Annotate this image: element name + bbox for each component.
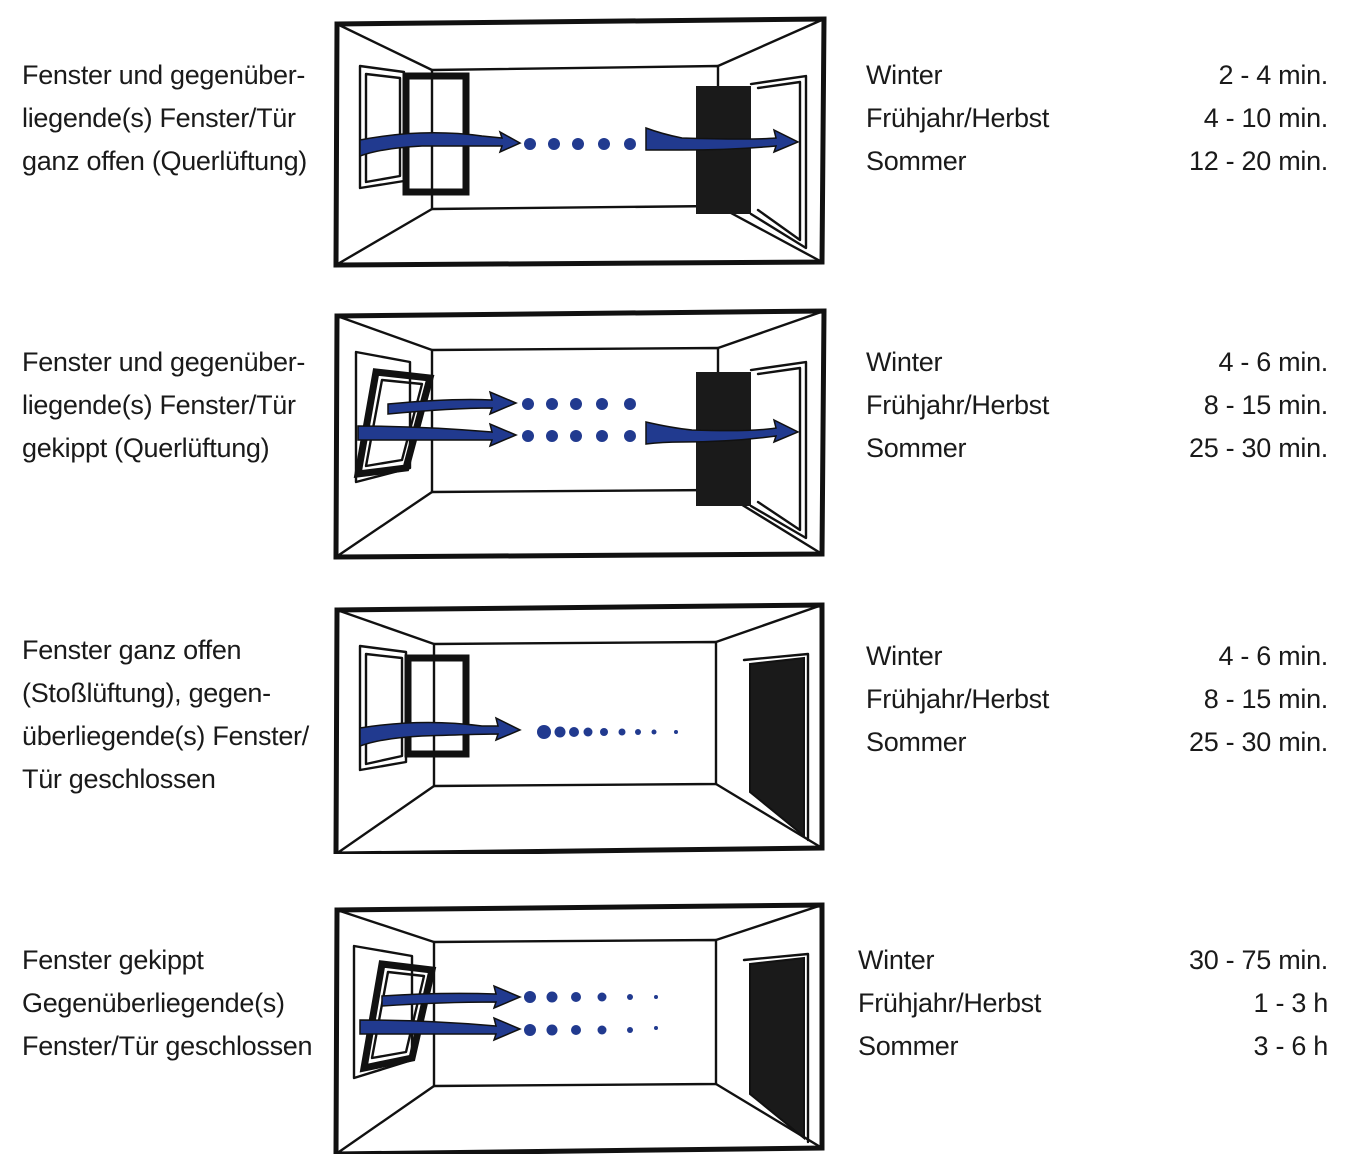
- season-label: Sommer: [866, 727, 967, 757]
- season-label: Frühjahr/Herbst: [858, 988, 1042, 1018]
- duration-value: 25 - 30 min.: [1189, 727, 1328, 757]
- duration-value: 4 - 6 min.: [1218, 641, 1328, 671]
- room-illustration: [333, 16, 827, 268]
- season-list: Winter Frühjahr/Herbst Sommer: [866, 54, 1066, 183]
- season-label: Winter: [858, 945, 935, 975]
- description-line: Fenster ganz offen: [22, 635, 242, 665]
- room-illustration: [333, 308, 827, 560]
- season-label: Winter: [866, 641, 943, 671]
- season-label: Frühjahr/Herbst: [866, 103, 1050, 133]
- description-line: (Stoßlüftung), gegen-: [22, 678, 271, 708]
- duration-value: 4 - 6 min.: [1218, 347, 1328, 377]
- season-label: Frühjahr/Herbst: [866, 390, 1050, 420]
- door-open-icon: [696, 74, 808, 250]
- description-line: überliegende(s) Fenster/: [22, 721, 309, 751]
- row-description: Fenster und gegenüber- liegende(s) Fenst…: [22, 341, 322, 470]
- window-open-icon: [358, 644, 470, 772]
- door-closed-icon: [742, 952, 810, 1144]
- description-line: liegende(s) Fenster/Tür: [22, 103, 296, 133]
- description-line: Fenster und gegenüber-: [22, 347, 306, 377]
- season-label: Frühjahr/Herbst: [866, 684, 1050, 714]
- duration-list: 30 - 75 min. 1 - 3 h 3 - 6 h: [1128, 939, 1328, 1068]
- duration-value: 25 - 30 min.: [1189, 433, 1328, 463]
- airflow-arrow-icon: [359, 984, 658, 1042]
- airflow-arrow-icon: [359, 126, 800, 158]
- description-line: ganz offen (Querlüftung): [22, 146, 307, 176]
- season-label: Sommer: [866, 146, 967, 176]
- season-label: Winter: [866, 347, 943, 377]
- row-description: Fenster gekippt Gegenüberliegende(s) Fen…: [22, 939, 322, 1068]
- description-line: gekippt (Querlüftung): [22, 433, 270, 463]
- door-closed-icon: [742, 652, 810, 842]
- duration-list: 2 - 4 min. 4 - 10 min. 12 - 20 min.: [1128, 54, 1328, 183]
- room-illustration: [333, 902, 825, 1154]
- airflow-arrow-icon: [357, 390, 800, 448]
- duration-value: 8 - 15 min.: [1203, 390, 1329, 420]
- season-list: Winter Frühjahr/Herbst Sommer: [858, 939, 1058, 1068]
- row-description: Fenster ganz offen (Stoßlüftung), gegen-…: [22, 629, 322, 801]
- room-illustration: [333, 602, 825, 854]
- description-line: Fenster und gegenüber-: [22, 60, 306, 90]
- description-line: Fenster/Tür geschlossen: [22, 1031, 313, 1061]
- description-line: liegende(s) Fenster/Tür: [22, 390, 296, 420]
- description-line: Tür geschlossen: [22, 764, 216, 794]
- duration-value: 4 - 10 min.: [1203, 103, 1329, 133]
- season-label: Sommer: [866, 433, 967, 463]
- description-line: Gegenüberliegende(s): [22, 988, 285, 1018]
- row-description: Fenster und gegenüber- liegende(s) Fenst…: [22, 54, 322, 183]
- window-open-icon: [358, 64, 470, 196]
- duration-list: 4 - 6 min. 8 - 15 min. 25 - 30 min.: [1128, 635, 1328, 764]
- season-list: Winter Frühjahr/Herbst Sommer: [866, 635, 1066, 764]
- duration-value: 1 - 3 h: [1253, 988, 1329, 1018]
- duration-value: 30 - 75 min.: [1189, 945, 1328, 975]
- duration-value: 3 - 6 h: [1253, 1031, 1329, 1061]
- airflow-arrow-icon: [359, 716, 678, 748]
- window-tilted-icon: [352, 944, 437, 1080]
- duration-list: 4 - 6 min. 8 - 15 min. 25 - 30 min.: [1128, 341, 1328, 470]
- duration-value: 12 - 20 min.: [1189, 146, 1328, 176]
- season-list: Winter Frühjahr/Herbst Sommer: [866, 341, 1066, 470]
- season-label: Winter: [866, 60, 943, 90]
- description-line: Fenster gekippt: [22, 945, 204, 975]
- window-tilted-icon: [353, 350, 435, 484]
- duration-value: 2 - 4 min.: [1218, 60, 1328, 90]
- season-label: Sommer: [858, 1031, 959, 1061]
- duration-value: 8 - 15 min.: [1203, 684, 1329, 714]
